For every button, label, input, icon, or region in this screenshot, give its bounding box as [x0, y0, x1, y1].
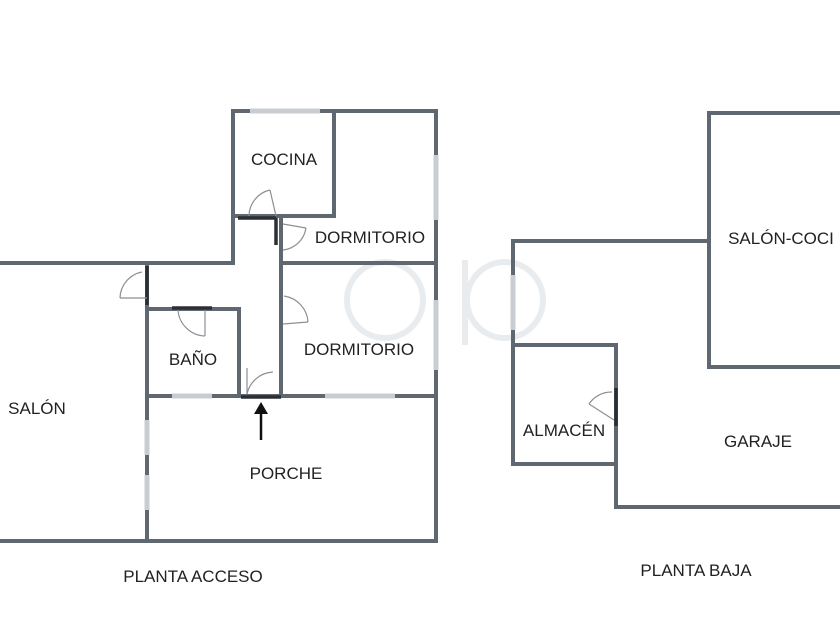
doors-acceso	[119, 189, 309, 399]
door-icon	[241, 368, 281, 399]
plan-caption-baja: PLANTA BAJA	[640, 561, 752, 580]
room-label-dormitorio-1: DORMITORIO	[315, 228, 425, 247]
windows-acceso	[144, 108, 439, 510]
room-label-garaje: GARAJE	[724, 432, 792, 451]
entrance-arrow-icon	[254, 402, 268, 440]
door-icon	[119, 266, 149, 305]
door-icon	[282, 223, 307, 251]
plan-baja: SALÓN-COCI ALMACÉN GARAJE PLANTA BAJA	[510, 111, 840, 580]
plan-caption-acceso: PLANTA ACCESO	[123, 567, 263, 586]
room-label-salon-cocina: SALÓN-COCI	[728, 229, 834, 248]
door-icon	[238, 189, 278, 245]
room-label-bano: BAÑO	[169, 350, 217, 369]
room-label-salon: SALÓN	[8, 399, 66, 418]
walls-acceso	[0, 109, 438, 543]
door-icon	[282, 295, 309, 325]
room-label-cocina: COCINA	[251, 150, 318, 169]
room-label-porche: PORCHE	[250, 464, 323, 483]
room-label-almacen: ALMACÉN	[523, 421, 605, 440]
room-label-dormitorio-2: DORMITORIO	[304, 340, 414, 359]
door-icon	[172, 306, 212, 337]
doors-baja	[588, 388, 618, 426]
door-icon	[588, 388, 618, 426]
plan-acceso: COCINA DORMITORIO DORMITORIO BAÑO SALÓN …	[0, 108, 439, 586]
